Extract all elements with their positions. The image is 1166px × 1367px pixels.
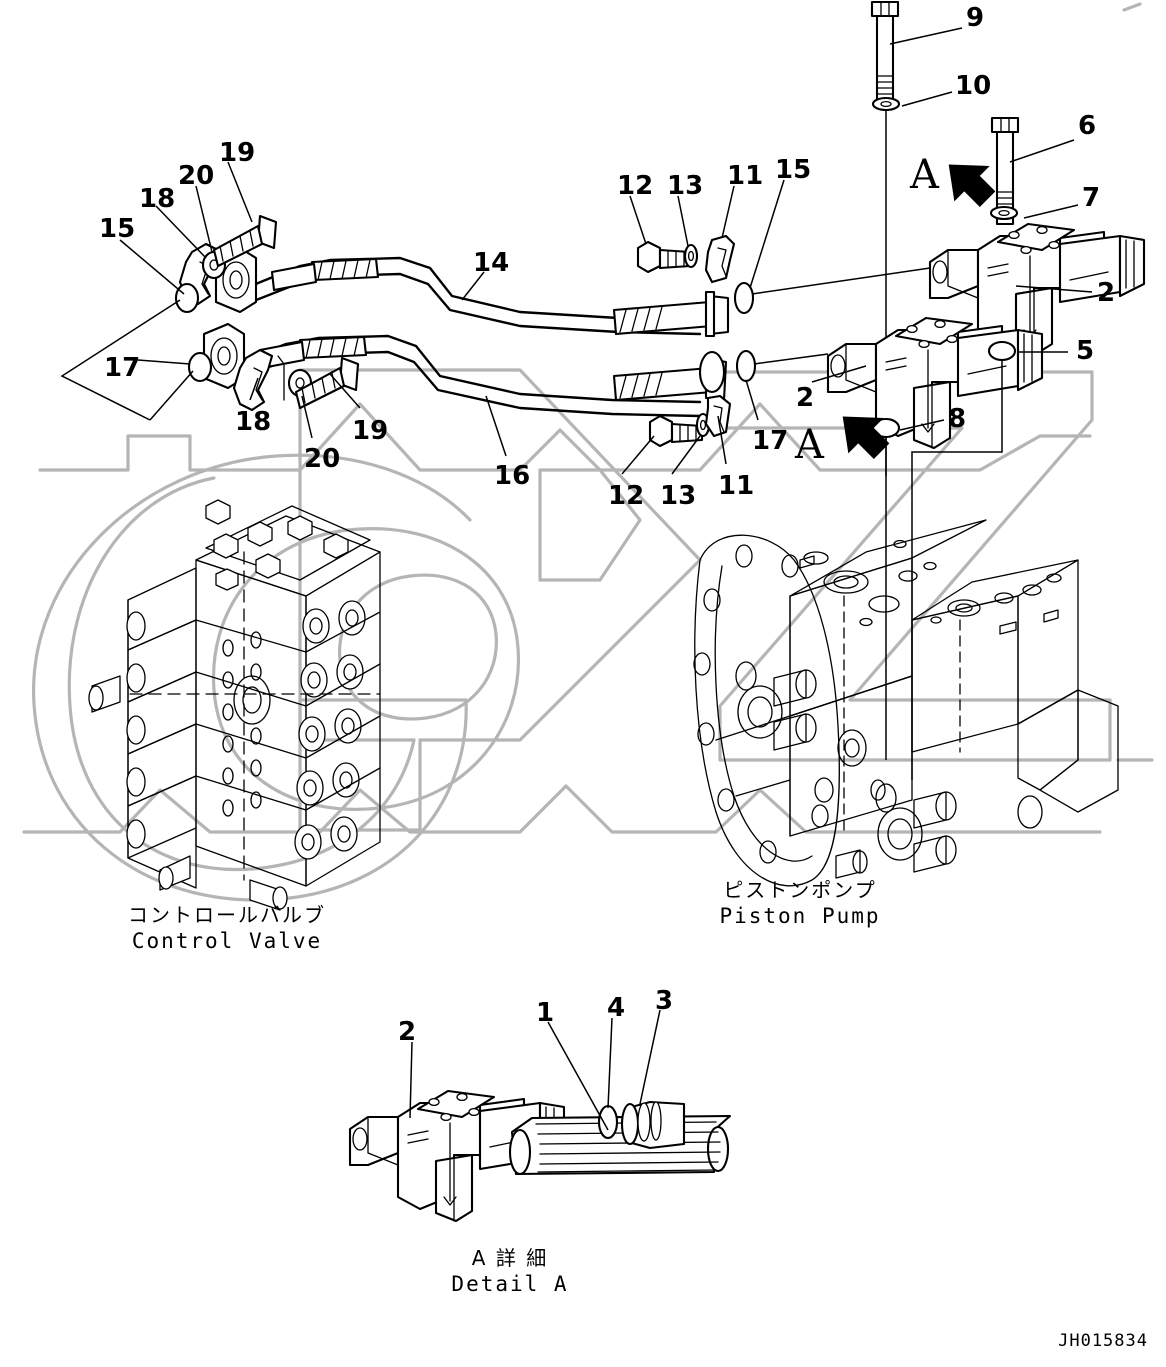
piston-pump-illustration bbox=[693, 519, 1119, 887]
callout-4: 4 bbox=[607, 993, 626, 1023]
callout-15: 15 bbox=[775, 155, 812, 185]
callout-7: 7 bbox=[1082, 183, 1101, 213]
o-ring-4 bbox=[597, 1104, 619, 1140]
callout-13: 13 bbox=[660, 481, 697, 511]
hose-14 bbox=[239, 256, 702, 336]
section-a-bottom: A bbox=[795, 422, 824, 468]
callout-20: 20 bbox=[178, 161, 215, 191]
hose-end-sleeve-upper bbox=[612, 290, 730, 338]
callout-2: 2 bbox=[796, 383, 815, 413]
callout-20: 20 bbox=[304, 444, 341, 474]
caption-en: Detail A bbox=[451, 1272, 569, 1296]
bolt-19-upper bbox=[212, 214, 278, 268]
callout-6: 6 bbox=[1078, 111, 1097, 141]
caption-en: Control Valve bbox=[131, 929, 323, 953]
section-arrow-a-bottom bbox=[842, 416, 890, 459]
hose-16 bbox=[226, 334, 702, 418]
leader-15-mid bbox=[751, 267, 931, 295]
callout-2: 2 bbox=[1097, 278, 1116, 308]
o-ring-17-left bbox=[187, 351, 213, 383]
bolt-12-lower bbox=[648, 414, 704, 448]
o-ring-15-left bbox=[174, 282, 200, 314]
washer-10 bbox=[871, 96, 901, 112]
callout-8: 8 bbox=[948, 404, 967, 434]
callout-3: 3 bbox=[655, 986, 674, 1016]
o-ring-17-mid bbox=[735, 349, 757, 383]
callout-9: 9 bbox=[966, 3, 985, 33]
o-ring-5 bbox=[987, 340, 1017, 362]
callout-14: 14 bbox=[473, 248, 510, 278]
callout-19: 19 bbox=[219, 138, 256, 168]
leader-lines bbox=[60, 27, 1093, 475]
section-arrow-a-top bbox=[948, 164, 996, 207]
callout-13: 13 bbox=[667, 171, 704, 201]
callout-1: 1 bbox=[536, 998, 555, 1028]
leader-17-mid bbox=[753, 353, 829, 365]
callout-18: 18 bbox=[235, 407, 272, 437]
callout-5: 5 bbox=[1076, 336, 1095, 366]
callout-17: 17 bbox=[104, 353, 141, 383]
callout-18: 18 bbox=[139, 184, 176, 214]
callout-2: 2 bbox=[398, 1017, 417, 1047]
caption-jp: コントロールバルブ bbox=[128, 903, 326, 927]
callout-11: 11 bbox=[718, 471, 755, 501]
callout-19: 19 bbox=[352, 416, 389, 446]
control-valve-illustration bbox=[88, 499, 381, 911]
callout-12: 12 bbox=[617, 171, 654, 201]
washer-7 bbox=[989, 205, 1019, 221]
callout-10: 10 bbox=[955, 71, 992, 101]
callout-12: 12 bbox=[608, 481, 645, 511]
detail-a-group bbox=[348, 1009, 732, 1223]
clamp-18-lower bbox=[232, 348, 285, 412]
caption-jp: A 詳 細 bbox=[471, 1246, 549, 1270]
flange-mid-lower bbox=[698, 350, 726, 394]
callout-11: 11 bbox=[727, 161, 764, 191]
bolt-19-lower bbox=[294, 356, 360, 410]
caption-jp: ピストンポンプ bbox=[723, 878, 877, 902]
drawing-number: JH015834 bbox=[1058, 1331, 1148, 1351]
bolt-12-upper bbox=[636, 240, 692, 274]
clamp-11-upper bbox=[704, 234, 736, 284]
o-ring-15-mid bbox=[733, 281, 755, 315]
caption-en: Piston Pump bbox=[719, 904, 881, 928]
bolt-9-assembly bbox=[870, 0, 900, 110]
callout-16: 16 bbox=[494, 461, 531, 491]
callout-17: 17 bbox=[752, 426, 789, 456]
cap-3 bbox=[620, 1100, 686, 1150]
hose-flange-lower-left bbox=[202, 322, 246, 390]
callout-15: 15 bbox=[99, 214, 136, 244]
filter-element-1 bbox=[508, 1114, 732, 1176]
washer-13-upper bbox=[683, 243, 699, 269]
section-a-top: A bbox=[910, 152, 939, 198]
